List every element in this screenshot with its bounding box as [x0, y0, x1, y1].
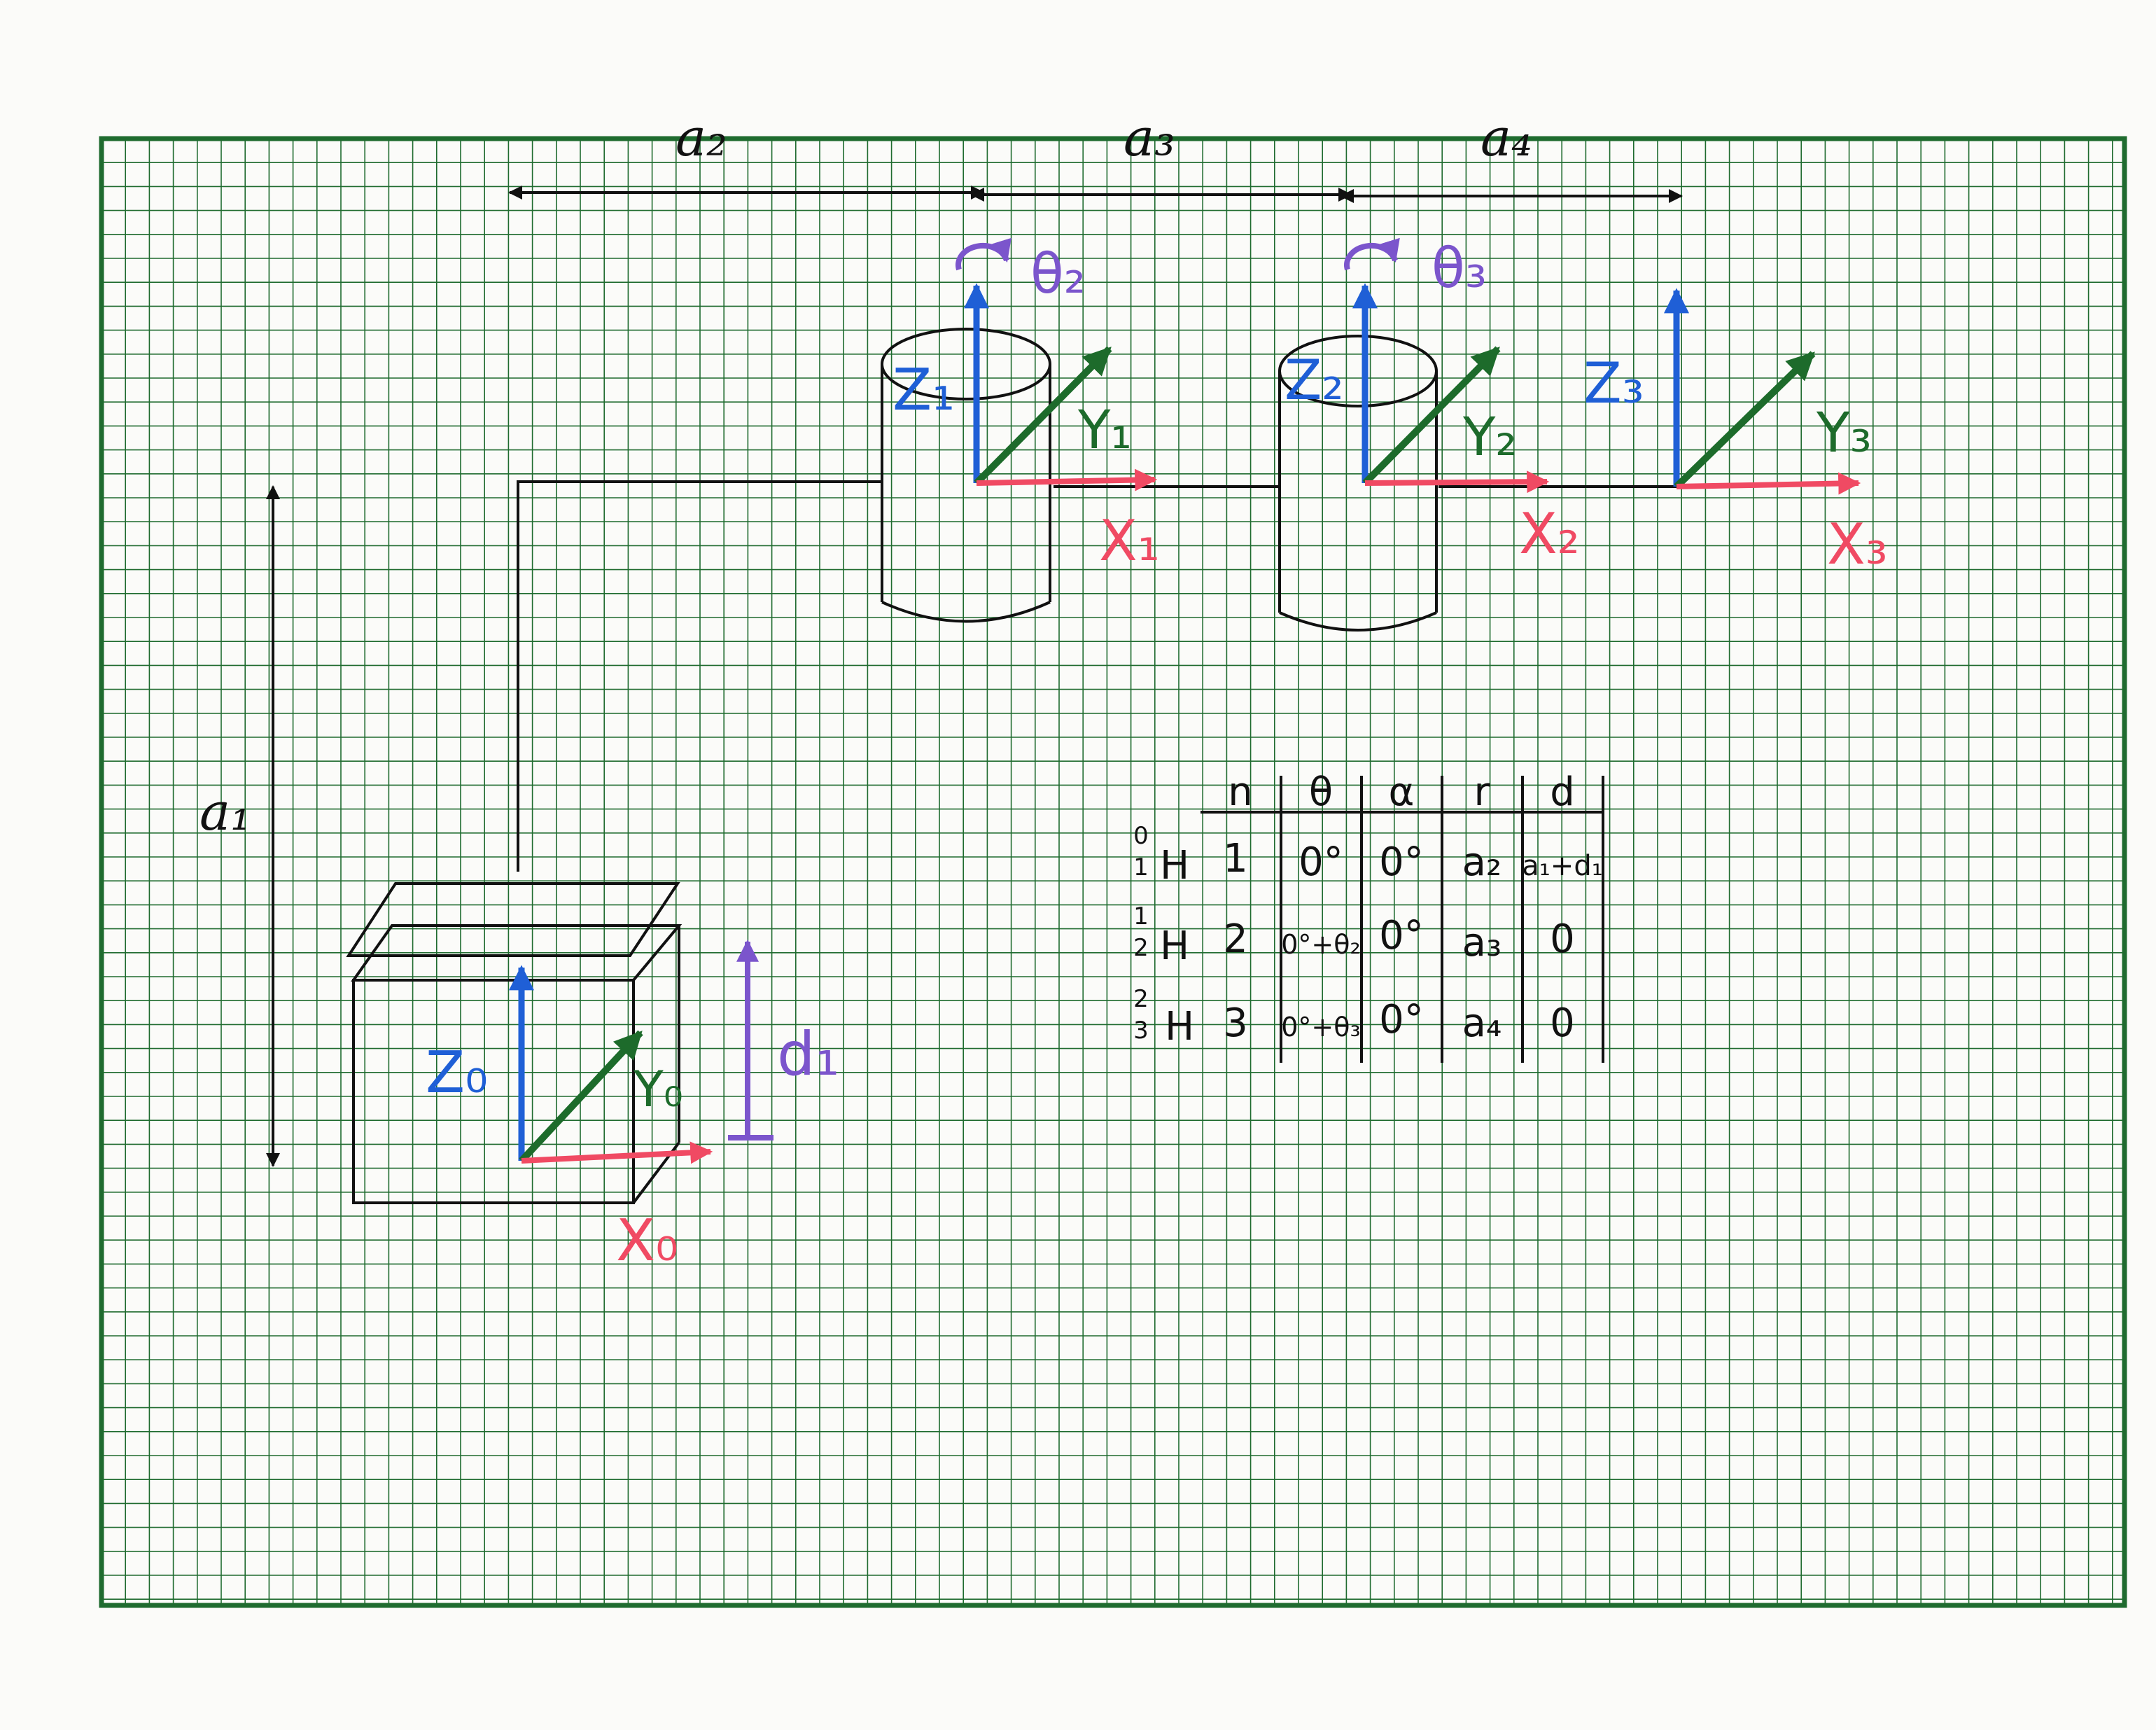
dimension-a4: a₄	[1340, 108, 1683, 203]
theta3-label: θ₃	[1432, 237, 1487, 300]
dh-row-1-label-top: 0	[1133, 822, 1149, 850]
x3-label: X₃	[1827, 512, 1888, 577]
dh-header-n: n	[1228, 769, 1253, 815]
dh-row-1-n: 1	[1223, 836, 1248, 881]
dh-row-2-theta: 0°+θ₂	[1281, 929, 1361, 960]
y2-axis-arrow	[1362, 346, 1501, 486]
dimension-a1-label: a₁	[200, 782, 251, 842]
z0-label: Z₀	[426, 1040, 488, 1106]
dh-row-2-label-bottom: 2	[1133, 934, 1149, 962]
dh-row-3-d: 0	[1550, 1000, 1575, 1046]
dh-row-3-label-h: H	[1165, 1004, 1194, 1049]
robot-link-lines	[517, 480, 882, 872]
x2-axis-arrow	[1364, 470, 1550, 494]
x0-axis-arrow	[521, 1141, 713, 1164]
y0-label: Y₀	[633, 1061, 683, 1118]
dh-row-3-theta: 0°+θ₃	[1281, 1012, 1361, 1042]
y3-label: Y₃	[1816, 402, 1872, 465]
x3-axis-arrow	[1676, 472, 1861, 495]
y1-label: Y₁	[1077, 398, 1132, 461]
dh-row-1-d: a₁+d₁	[1522, 850, 1603, 882]
dimension-a3: a₃	[970, 108, 1352, 202]
dh-header-theta: θ	[1309, 769, 1333, 815]
dimension-a4-label: a₄	[1480, 108, 1532, 168]
dh-row-2-r: a₃	[1462, 920, 1502, 965]
frame-0: Z₀ Y₀ X₀ d₁	[426, 939, 839, 1274]
x1-label: X₁	[1099, 508, 1160, 573]
dh-row-1-theta: 0°	[1298, 839, 1343, 885]
x2-label: X₂	[1519, 501, 1580, 566]
d1-label: d₁	[777, 1019, 839, 1089]
z1-label: Z₁	[892, 357, 955, 424]
theta3-rotation-icon	[1344, 237, 1400, 271]
dimension-a2: a₂	[508, 108, 985, 200]
dh-row-2-alpha: 0°	[1379, 913, 1424, 958]
dimension-a3-label: a₃	[1124, 108, 1175, 168]
dimension-a2-label: a₂	[676, 108, 727, 168]
dh-row-2-label-top: 1	[1133, 902, 1149, 930]
frame-1: Z₁ Y₁ X₁ θ₂	[892, 237, 1160, 573]
frame-2: Z₂ Y₂ X₂ θ₃	[1284, 237, 1580, 566]
theta2-label: θ₂	[1030, 243, 1086, 306]
dh-header-alpha: α	[1389, 769, 1415, 815]
frame-3: Z₃ Y₃ X₃	[1583, 288, 1888, 577]
dh-row-2-n: 2	[1223, 916, 1248, 962]
dh-header-r: r	[1474, 769, 1490, 815]
y0-axis-arrow	[519, 1030, 643, 1164]
dh-row-2-d: 0	[1550, 916, 1575, 962]
dh-row-3-label-top: 2	[1133, 985, 1149, 1013]
y3-axis-arrow	[1674, 351, 1816, 489]
dh-row-1-alpha: 0°	[1379, 839, 1424, 885]
x0-label: X₀	[616, 1208, 678, 1274]
dh-row-3-n: 3	[1223, 1000, 1248, 1046]
dh-row-1-r: a₂	[1462, 839, 1502, 885]
dh-row-3-alpha: 0°	[1379, 997, 1424, 1042]
dh-header-d: d	[1550, 769, 1575, 815]
graph-paper-grid	[101, 138, 2124, 1605]
grid-border	[99, 136, 2127, 1608]
z3-label: Z₃	[1583, 351, 1644, 416]
x1-axis-arrow	[976, 468, 1158, 491]
y2-label: Y₂	[1462, 405, 1517, 468]
dh-row-1-label-bottom: 1	[1133, 853, 1149, 881]
dh-row-3-label-bottom: 3	[1133, 1017, 1149, 1045]
dh-row-3-r: a₄	[1462, 1000, 1502, 1046]
dh-row-2-label-h: H	[1160, 923, 1189, 969]
dh-parameter-table	[1200, 776, 1604, 1063]
theta2-rotation-icon	[955, 237, 1011, 271]
dh-table-text: n θ α r d 0 1 H 1 0° 0° a₂ a₁+d₁ 1 2 H 2…	[1133, 769, 1603, 1049]
y1-axis-arrow	[974, 346, 1112, 486]
dh-row-1-label-h: H	[1160, 843, 1189, 888]
z2-label: Z₂	[1284, 349, 1344, 412]
prismatic-base-box	[346, 882, 682, 1204]
dimension-a1: a₁	[200, 485, 280, 1167]
